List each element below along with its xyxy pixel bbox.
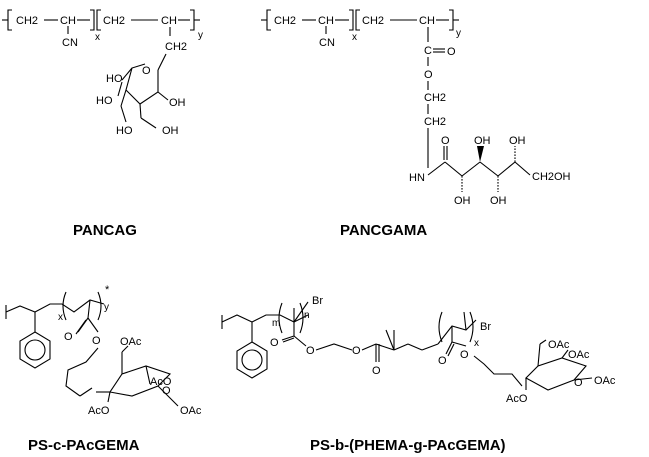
pancag-bracket-mid-close	[90, 9, 95, 31]
ps-b-o-1: O	[270, 337, 279, 349]
ps-c-subscript-x: x	[58, 312, 63, 323]
ps-b-oac-2: OAc	[568, 349, 590, 361]
pancgama-ch-b: CH	[419, 15, 435, 27]
ps-b-br-2: Br	[480, 321, 491, 333]
ps-b-o-4: O	[372, 365, 381, 377]
pancgama-ester-o: O	[424, 69, 433, 81]
ps-b-ring-o: O	[574, 377, 583, 389]
ps-b-o-6: O	[460, 349, 469, 361]
pancag-oh-2: OH	[162, 125, 179, 137]
ps-b-structure: m n Br O O O O x Br	[221, 295, 616, 405]
pancgama-hn: HN	[409, 172, 425, 184]
ps-b-phenyl-ring	[236, 341, 268, 379]
pancgama-ch2-1: CH2	[424, 92, 446, 104]
ps-c-aco-2: AcO	[88, 405, 110, 417]
pancag-ho-3: HO	[116, 125, 133, 137]
ps-c-ester-o: O	[92, 335, 101, 347]
pancag-ho-2: HO	[96, 95, 113, 107]
pancgama-ch2oh: CH2OH	[532, 171, 571, 183]
ps-b-subscript-m: m	[272, 318, 280, 329]
pancag-ch2-side: CH2	[165, 41, 187, 53]
pancag-subscript-y: y	[198, 30, 203, 41]
pancgama-carbonyl-c: C	[424, 45, 432, 57]
pancag-ch2-a: CH2	[16, 15, 38, 27]
pancgama-carbonyl-o: O	[447, 46, 456, 58]
pancgama-subscript-y: y	[456, 28, 461, 39]
caption-pancgama: PANCGAMA	[340, 222, 427, 239]
pancgama-amide-o: O	[441, 135, 450, 147]
pancag-bracket-right	[190, 9, 195, 31]
ps-c-aco-1: AcO	[150, 376, 172, 388]
ps-b-subscript-x: x	[474, 338, 479, 349]
ps-c-star: *	[105, 284, 110, 296]
pancgama-oh-4: OH	[509, 135, 526, 147]
pancag-structure: CH2 CH CN x CH2 CH y CH2 O OH OH HO HO H…	[2, 9, 203, 137]
caption-ps-b-phema-g-pacgema: PS-b-(PHEMA-g-PAcGEMA)	[310, 437, 506, 454]
ps-c-oac-2: OAc	[180, 405, 202, 417]
pancgama-ch2-b: CH2	[362, 15, 384, 27]
pancag-cn: CN	[62, 37, 78, 49]
ps-b-subscript-n: n	[304, 310, 310, 321]
pancgama-oh-3: OH	[490, 195, 507, 207]
pancgama-ch2-2: CH2	[424, 116, 446, 128]
ps-b-oac-3: OAc	[594, 375, 616, 387]
pancgama-cn: CN	[319, 37, 335, 49]
ps-b-o-3: O	[352, 345, 361, 357]
ps-c-ring-o: O	[162, 385, 171, 397]
pancag-bracket-mid-open	[96, 9, 101, 31]
ps-b-o-5: O	[438, 355, 447, 367]
ps-c-backbone	[5, 299, 105, 313]
pancag-ch2-b: CH2	[103, 15, 125, 27]
pancag-bracket-left	[7, 9, 12, 31]
ps-b-aco-1: AcO	[506, 393, 528, 405]
pancag-ring-o: O	[142, 65, 151, 77]
pancgama-ch-a: CH	[318, 15, 334, 27]
pancag-ch-a: CH	[60, 15, 76, 27]
pancag-oh-1: OH	[169, 97, 186, 109]
ps-b-o-2: O	[306, 345, 315, 357]
pancag-sugar-ring	[125, 63, 159, 105]
ps-c-phenyl-ring	[19, 331, 51, 369]
ps-b-oac-1: OAc	[548, 339, 570, 351]
ps-c-carbonyl-o: O	[64, 331, 73, 343]
pancgama-ch2-a: CH2	[274, 15, 296, 27]
caption-pancag: PANCAG	[73, 222, 137, 239]
ps-c-pacgema-structure: x y * O O O OAc AcO AcO OAc	[5, 284, 202, 417]
pancgama-oh-1: OH	[454, 195, 471, 207]
caption-ps-c-pacgema: PS-c-PAcGEMA	[28, 437, 140, 454]
ps-c-subscript-y: y	[104, 302, 109, 313]
pancag-ho-1: HO	[106, 73, 123, 85]
ps-c-oac-1: OAc	[120, 336, 142, 348]
pancgama-oh-2: OH	[474, 135, 491, 147]
ps-b-br-1: Br	[312, 295, 323, 307]
pancgama-structure: CH2 CH CN x CH2 CH y C O O CH2 CH2 HN O …	[261, 9, 571, 207]
pancgama-subscript-x: x	[352, 32, 357, 43]
pancag-subscript-x: x	[95, 32, 100, 43]
pancag-ch-b: CH	[161, 15, 177, 27]
